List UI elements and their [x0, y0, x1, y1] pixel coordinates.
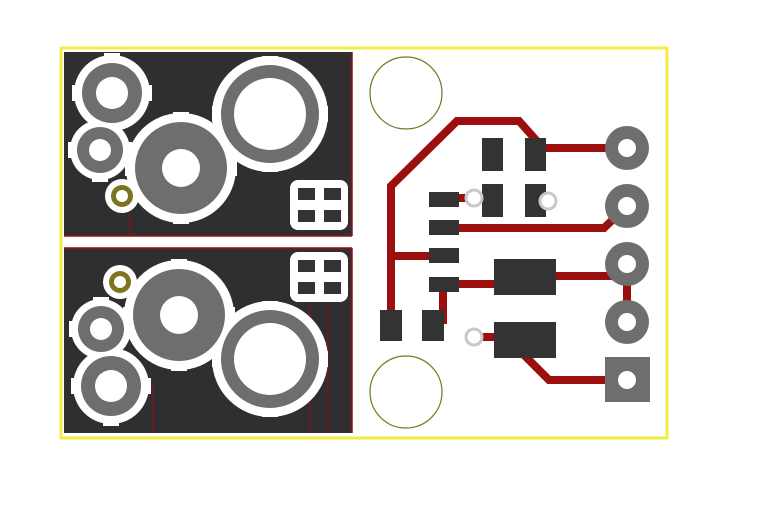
pad-drill — [114, 276, 126, 288]
smd-pad — [429, 248, 459, 263]
through-hole-pads — [77, 63, 319, 416]
jumper-pad — [324, 260, 341, 272]
pad-drill — [234, 78, 306, 150]
trace — [518, 349, 631, 384]
mounting-hole-top — [369, 56, 443, 130]
pad-drill — [162, 149, 200, 187]
header-pin-drill — [618, 313, 636, 331]
jumper-pad — [298, 260, 315, 272]
pad-drill — [95, 370, 127, 402]
via — [464, 327, 484, 347]
smd-pad — [429, 220, 459, 235]
header-pin-drill — [618, 197, 636, 215]
board-outline — [59, 46, 669, 440]
via — [464, 188, 484, 208]
jumper-pad — [298, 210, 315, 222]
pad-drill — [234, 323, 306, 395]
jumper-pad — [324, 210, 341, 222]
smd-pad — [380, 310, 402, 341]
trace — [387, 117, 542, 324]
smd-pad — [429, 277, 459, 292]
header-pin-drill — [618, 255, 636, 273]
clearance — [290, 180, 348, 230]
pad-drill — [160, 296, 198, 334]
via — [538, 191, 558, 211]
smd-pad — [525, 138, 546, 171]
header-pins — [605, 126, 650, 402]
smd-pad — [494, 259, 556, 295]
header-pin-drill — [618, 139, 636, 157]
smd-pads — [380, 138, 556, 358]
jumper-pad — [324, 188, 341, 200]
pad-drill — [89, 139, 111, 161]
smd-pad — [482, 138, 503, 171]
pad-drill — [116, 190, 128, 202]
smd-pad — [494, 322, 556, 358]
vias — [464, 188, 558, 347]
jumper-pad — [324, 282, 341, 294]
smd-pad — [525, 184, 546, 217]
pad-drill — [96, 77, 128, 109]
jumper-pad — [298, 188, 315, 200]
clearance — [290, 252, 348, 302]
smd-pad — [482, 184, 503, 217]
smd-pad — [429, 192, 459, 207]
pad-drill — [90, 318, 112, 340]
solder-jumpers — [298, 188, 341, 294]
mounting-hole-bottom — [369, 355, 443, 429]
smd-pad — [422, 310, 444, 341]
mounting-holes — [369, 56, 443, 429]
header-pin-drill — [618, 371, 636, 389]
jumper-pad — [298, 282, 315, 294]
